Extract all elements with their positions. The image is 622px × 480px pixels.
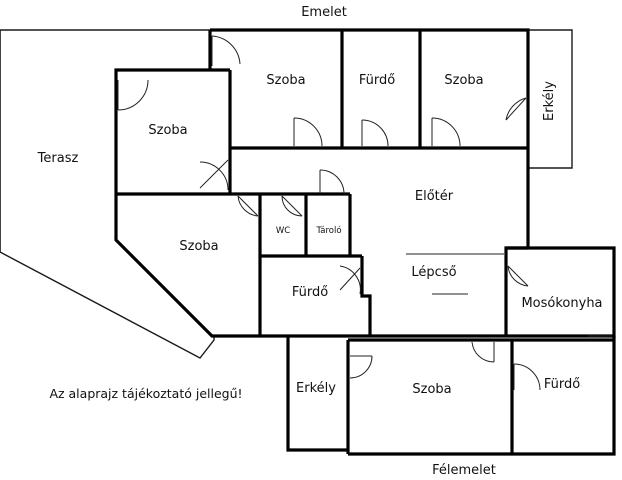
room-label-furdo-bottom: Fürdő [544,377,580,392]
room-label-szoba-bottom: Szoba [412,382,451,397]
room-label-eloter: Előtér [415,189,454,204]
room-label-erkely-bottom: Erkély [296,381,336,396]
room-label-furdo-top: Fürdő [359,73,395,88]
balcony-right-outline [528,29,573,169]
terrace-outline [0,29,215,359]
room-label-furdo-mid: Fürdő [292,285,328,300]
room-label-erkely-right: Erkély [542,81,557,121]
walls [114,28,616,456]
room-label-szoba-top-2: Szoba [444,73,483,88]
room-label-wc: WC [276,226,290,236]
room-label-tarolo: Tároló [315,225,341,236]
doors [117,35,612,391]
room-label-lepcso: Lépcső [411,265,456,280]
room-label-mosokonyha: Mosókonyha [521,296,602,311]
room-label-szoba-top-1: Szoba [266,73,305,88]
label-top: Emelet [301,5,347,20]
plan-notice: Az alaprajz tájékoztató jellegű! [49,386,242,401]
room-label-szoba-upper-left: Szoba [148,123,187,138]
room-label-terasz: Terasz [37,151,79,166]
label-bottom: Félemelet [432,463,496,478]
room-label-szoba-left: Szoba [179,239,218,254]
